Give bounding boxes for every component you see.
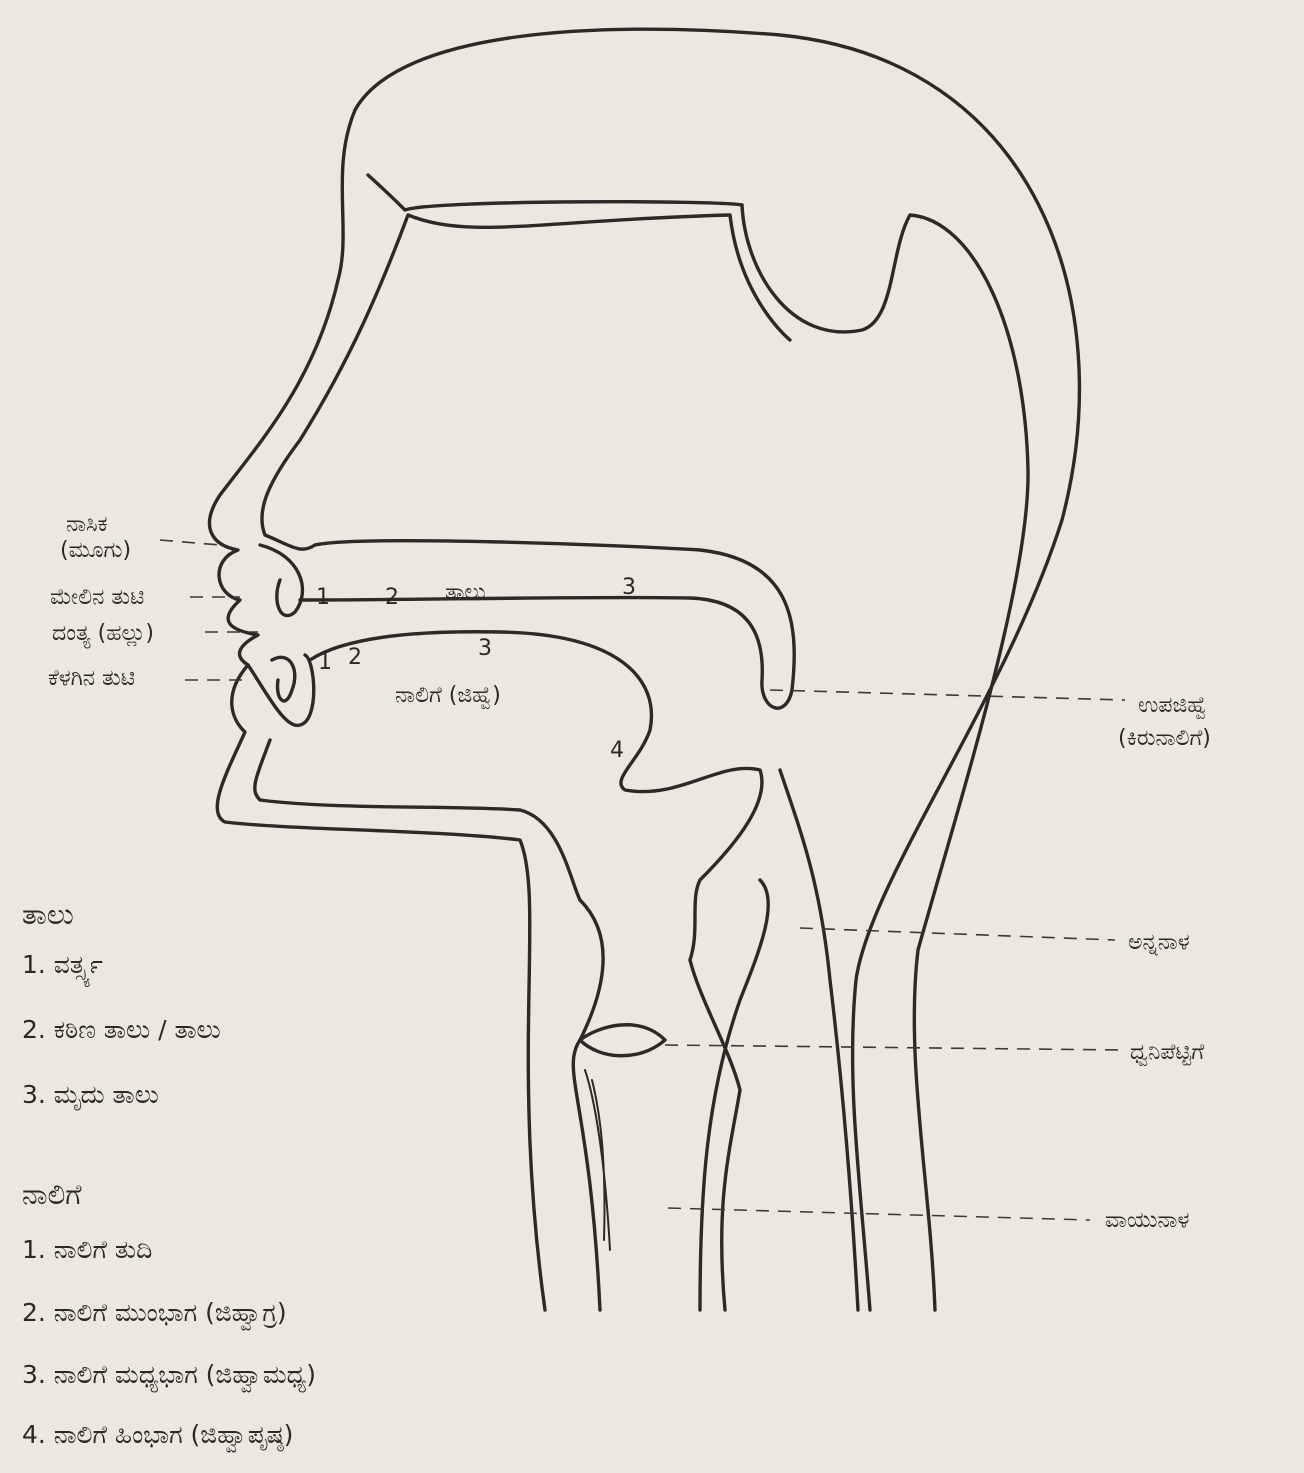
pharynx-back-wall [742,205,1028,1310]
outer-profile [210,29,1080,1310]
tongue-number: 2 [348,645,362,670]
tongue [310,632,762,960]
talu-number: 3 [622,575,636,600]
label-annanala: ಅನ್ನನಾಳ [1128,930,1190,955]
nasal-cavity-roof [368,175,742,210]
larynx-shading [585,1070,610,1250]
label-talu: ತಾಲು [445,580,486,605]
glottis [580,1025,665,1056]
palate [300,541,794,708]
esophagus-wall [780,770,858,1310]
tongue-number: 1 [318,650,332,675]
lower-lip [248,655,314,725]
talu-number: 2 [385,585,399,610]
leader-upajihve [770,690,1125,700]
legend-talu-item: 2. ಕಠಿಣ ತಾಲು / ತಾಲು [22,1015,221,1045]
leader-vayunala [668,1208,1090,1220]
talu-number: 1 [316,585,330,610]
label-dhwanipetige: ಧ್ವನಿಪೆಟ್ಟಿಗೆ [1130,1040,1204,1065]
legend-talu-item: 3. ಮೃದು ತಾಲು [22,1080,159,1110]
trachea-wall [700,880,768,1310]
label-nasika-sub: (ಮೂಗು) [60,538,131,563]
leader-dhwanipetige [665,1045,1120,1050]
epiglottis [573,900,603,1310]
label-nasika: ನಾಸಿಕ [66,512,108,537]
floor-of-mouth [255,740,580,900]
legend-talu-title: ತಾಲು [22,898,74,932]
label-danta: ದಂತ್ಯ (ಹಲ್ಲು) [52,621,154,646]
larynx-front [690,960,740,1310]
legend-nalige-item: 2. ನಾಲಿಗೆ ಮುಂಭಾಗ (ಜಿಹ್ವಾಗ್ರ) [22,1298,287,1328]
tongue-number: 4 [610,738,624,763]
legend-nalige-title: ನಾಲಿಗೆ [22,1178,82,1212]
legend-nalige-item: 4. ನಾಲಿಗೆ ಹಿಂಭಾಗ (ಜಿಹ್ವಾಪೃಷ್ಠ) [22,1420,293,1450]
leader-nasika [160,540,220,545]
label-upajihve: ಉಪಜಿಹ್ವೆ [1138,693,1207,718]
label-nalige: ನಾಲಿಗೆ (ಜಿಹ್ವೆ) [395,683,501,708]
label-kelagina-tuti: ಕೆಳಗಿನ ತುಟಿ [48,666,135,691]
upper-teeth [260,545,302,616]
label-melina-tuti: ಮೇಲಿನ ತುಟಿ [50,585,144,610]
label-upajihve-sub: (ಕಿರುನಾಲಿಗೆ) [1118,726,1211,751]
lower-teeth [272,657,295,701]
leader-annanala [800,928,1115,940]
legend-talu-item: 1. ವರ್ತ್ಸ್ಯ [22,950,103,980]
legend-nalige-item: 3. ನಾಲಿಗೆ ಮಧ್ಯಭಾಗ (ಜಿಹ್ವಾಮಧ್ಯ) [22,1360,316,1390]
tongue-number: 3 [478,636,492,661]
label-vayunala: ವಾಯುನಾಳ [1105,1208,1189,1233]
legend-nalige-item: 1. ನಾಲಿಗೆ ತುದಿ [22,1235,152,1265]
